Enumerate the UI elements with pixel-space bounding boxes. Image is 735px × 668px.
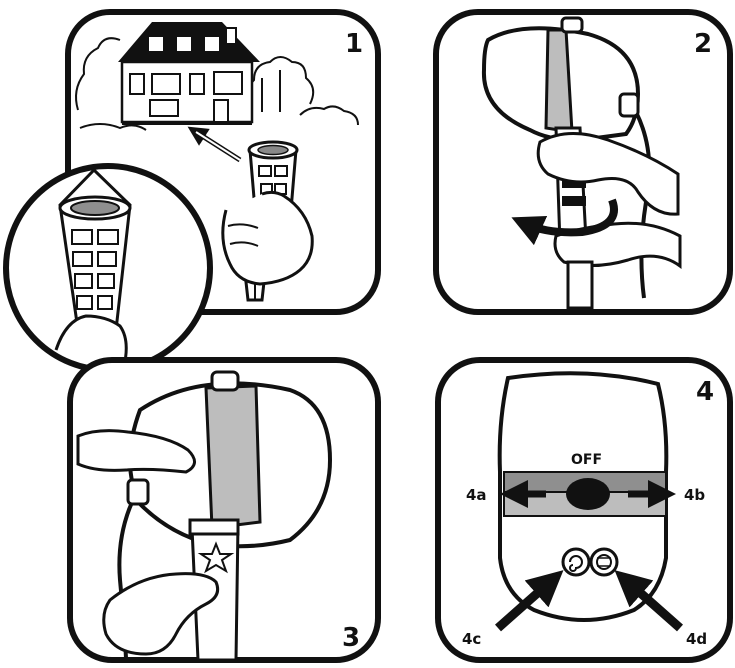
panel-4-number: 4 [696, 377, 714, 407]
switch-knob [566, 478, 610, 510]
label-4d: 4d [686, 630, 707, 648]
panel-1-number: 1 [345, 29, 363, 59]
off-label: OFF [571, 452, 602, 468]
label-4b: 4b [684, 486, 705, 504]
label-4a: 4a [466, 486, 487, 504]
panel-2: 2 [436, 12, 730, 312]
panel-3: 3 [70, 360, 378, 660]
light-band-3 [206, 386, 260, 528]
light-band [546, 30, 572, 132]
dots-button [591, 549, 617, 575]
panel-3-number: 3 [342, 623, 360, 653]
magnified-stake-detail [6, 166, 210, 370]
panel-4: OFF 4a 4b 4c 4d 4 [438, 360, 730, 660]
label-4c: 4c [462, 630, 481, 648]
swirl-button [563, 549, 589, 575]
panel-2-number: 2 [694, 29, 712, 59]
